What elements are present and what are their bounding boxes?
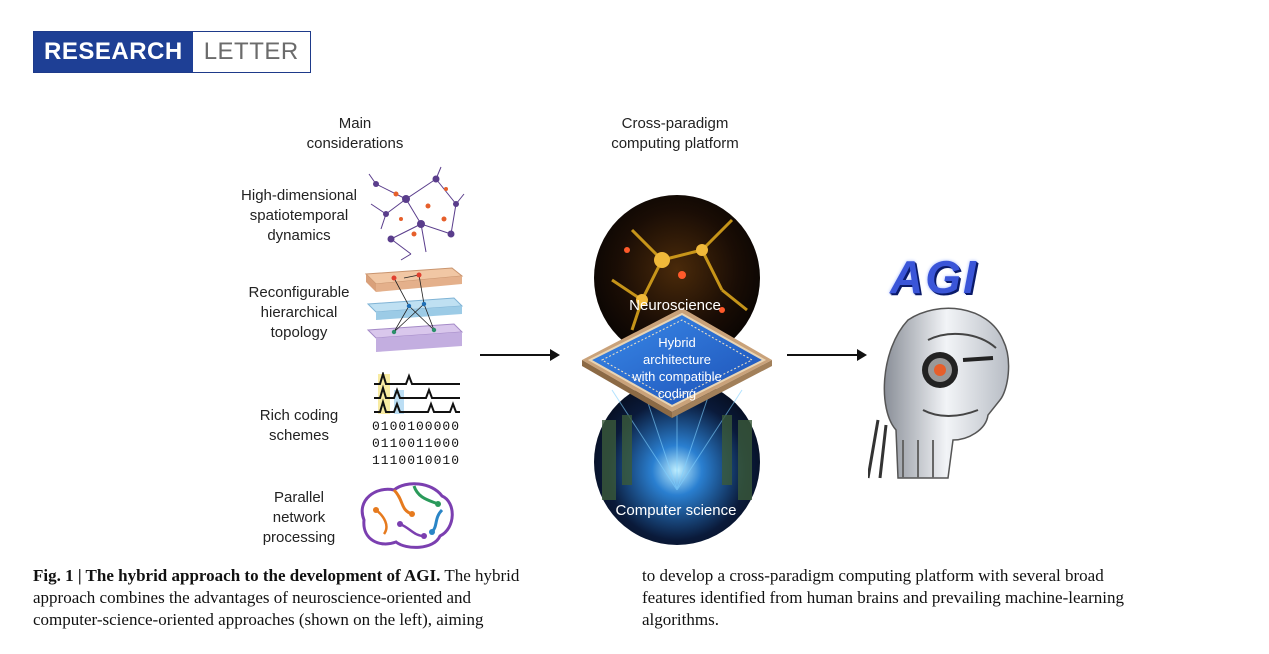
caption-line-5: features identified from human brains an… [642, 588, 1124, 607]
caption-first-line: The hybrid [440, 566, 520, 585]
label-topology: Reconfigurable hierarchical topology [248, 284, 350, 341]
neuron-network-illustration [368, 166, 465, 261]
coding-row-3: 1110010010 [372, 453, 461, 468]
label-coding: Rich coding schemes [259, 407, 339, 444]
spike-train-illustration [374, 372, 460, 414]
label-dynamics: High-dimensional spatiotemporal dynamics [241, 187, 357, 244]
article-type-badge: RESEARCH LETTER [33, 31, 311, 73]
brain-network-illustration [360, 482, 454, 549]
figure-caption-col2: to develop a cross-paradigm computing pl… [642, 565, 1232, 631]
caption-line-2: approach combines the advantages of neur… [33, 588, 472, 607]
coding-row-1: 0100100000 [372, 419, 461, 434]
left-column-header: Main considerations [306, 115, 404, 152]
agi-title: AGI [890, 251, 978, 303]
arrow-left [480, 349, 560, 361]
figure-caption-col1: Fig. 1 | The hybrid approach to the deve… [33, 565, 593, 631]
badge-letter: LETTER [192, 32, 310, 72]
badge-research: RESEARCH [34, 32, 193, 72]
caption-line-4: to develop a cross-paradigm computing pl… [642, 566, 1104, 585]
neuroscience-label: Neuroscience [629, 297, 721, 314]
label-parallel: Parallel network processing [262, 489, 336, 546]
robot-head-illustration [868, 307, 1010, 479]
center-column-header: Cross-paradigm computing platform [611, 115, 739, 152]
caption-line-6: algorithms. [642, 610, 719, 629]
hybrid-chip [587, 312, 767, 408]
arrow-right [787, 349, 867, 361]
coding-row-2: 0110011000 [372, 436, 461, 451]
caption-title: Fig. 1 | The hybrid approach to the deve… [33, 566, 441, 585]
computer-science-label: Computer science [615, 502, 737, 519]
caption-line-3: computer-science-oriented approaches (sh… [33, 610, 484, 629]
cross-paradigm-platform [582, 195, 772, 545]
chip-label: Hybrid architecture with compatible codi… [632, 335, 722, 401]
hierarchical-topology-illustration [364, 267, 464, 352]
